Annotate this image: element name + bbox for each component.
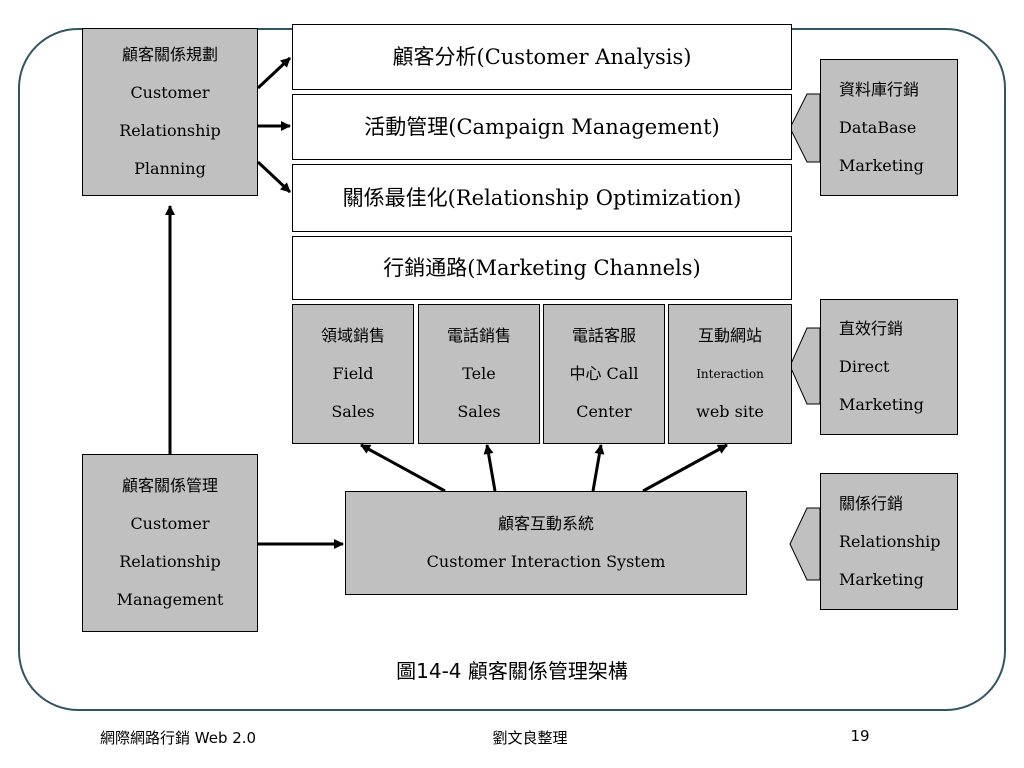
management-en-line2: Relationship xyxy=(119,552,221,571)
channel-web-site: 互動網站 Interaction web site xyxy=(668,304,792,444)
planning-box: 顧客關係規劃 Customer Relationship Planning xyxy=(82,28,258,196)
block-arrow-database xyxy=(789,93,821,163)
arrow-to-tele-sales xyxy=(483,444,497,492)
layer-label: 活動管理(Campaign Management) xyxy=(364,114,720,139)
management-box: 顧客關係管理 Customer Relationship Management xyxy=(82,454,258,632)
layer-marketing-channels: 行銷通路(Marketing Channels) xyxy=(292,236,792,300)
management-en-line1: Customer xyxy=(130,514,210,533)
channel-call-center: 電話客服 中心 Call Center xyxy=(543,304,665,444)
management-en-line3: Management xyxy=(116,590,224,609)
side-zh: 關係行銷 xyxy=(839,493,904,513)
layer-relationship-optimization: 關係最佳化(Relationship Optimization) xyxy=(292,164,792,232)
planning-en-line2: Relationship xyxy=(119,121,221,140)
planning-en-line1: Customer xyxy=(130,83,210,102)
planning-zh: 顧客關係規劃 xyxy=(121,45,218,64)
side-en-line2: Marketing xyxy=(839,569,924,589)
layer-label: 關係最佳化(Relationship Optimization) xyxy=(342,185,742,210)
side-relationship-marketing: 關係行銷 Relationship Marketing xyxy=(820,473,958,610)
channel-field-sales: 領域銷售 Field Sales xyxy=(292,304,414,444)
layer-label: 顧客分析(Customer Analysis) xyxy=(392,44,692,69)
channel-en-line1: Tele xyxy=(462,364,496,383)
channel-en-line1: Field xyxy=(332,364,374,383)
channel-zh: 互動網站 xyxy=(697,326,762,345)
side-zh: 資料庫行銷 xyxy=(839,79,920,99)
side-zh: 直效行銷 xyxy=(839,319,904,338)
side-en-line1: Direct xyxy=(839,357,890,376)
interaction-system-zh: 顧客互動系統 xyxy=(497,514,594,533)
arrow-planning-to-analysis xyxy=(256,56,292,90)
figure-caption: 圖14-4 顧客關係管理架構 xyxy=(396,659,628,683)
side-en-line1: Relationship xyxy=(839,531,941,551)
side-database-marketing: 資料庫行銷 DataBase Marketing xyxy=(820,59,958,196)
layer-label: 行銷通路(Marketing Channels) xyxy=(383,255,701,280)
channel-en-line2: Sales xyxy=(331,402,375,421)
page-number: 19 xyxy=(850,727,870,745)
arrow-to-call-center xyxy=(591,444,605,492)
channel-en-line1: Interaction xyxy=(696,367,764,381)
arrow-to-web-site xyxy=(642,443,728,493)
arrow-planning-to-optimization xyxy=(256,160,292,194)
footer-left: 網際網路行銷 Web 2.0 xyxy=(100,729,257,747)
channel-zh: 電話客服 xyxy=(571,326,636,345)
arrow-to-field-sales xyxy=(360,443,446,493)
channel-zh: 電話銷售 xyxy=(446,326,511,345)
side-direct-marketing: 直效行銷 Direct Marketing xyxy=(820,299,958,435)
management-zh: 顧客關係管理 xyxy=(121,476,218,495)
side-en-line2: Marketing xyxy=(839,155,924,175)
channel-en-line1: 中心 Call xyxy=(569,364,639,383)
channel-tele-sales: 電話銷售 Tele Sales xyxy=(418,304,540,444)
interaction-system-box: 顧客互動系統 Customer Interaction System xyxy=(345,491,747,595)
channel-en-line2: web site xyxy=(696,402,764,421)
channel-zh: 領域銷售 xyxy=(320,326,385,345)
side-en-line2: Marketing xyxy=(839,395,924,414)
interaction-system-en: Customer Interaction System xyxy=(426,552,666,571)
footer-center: 劉文良整理 xyxy=(492,729,568,747)
channel-en-line2: Sales xyxy=(457,402,501,421)
block-arrow-direct xyxy=(789,327,821,405)
channel-en-line2: Center xyxy=(576,402,632,421)
planning-en-line3: Planning xyxy=(134,159,206,178)
layer-campaign-management: 活動管理(Campaign Management) xyxy=(292,94,792,160)
side-en-line1: DataBase xyxy=(839,117,917,137)
block-arrow-relationship xyxy=(789,507,821,581)
layer-customer-analysis: 顧客分析(Customer Analysis) xyxy=(292,24,792,90)
